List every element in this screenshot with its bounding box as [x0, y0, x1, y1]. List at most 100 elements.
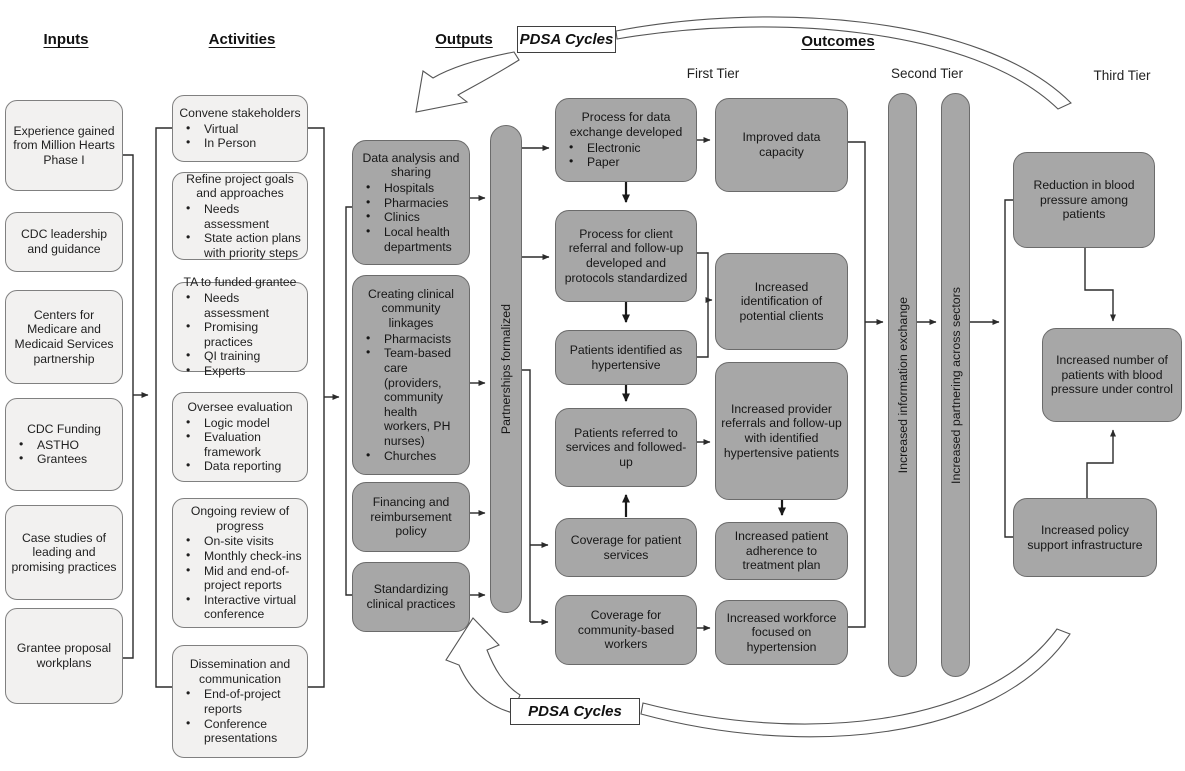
activity-box-dissemination: Dissemination and communication End-of-p…	[172, 645, 308, 758]
box-title: Case studies of leading and promising pr…	[11, 530, 117, 574]
partnerships-formalized-bar: Partnerships formalized	[490, 125, 522, 613]
bullet-item: Logic model	[178, 415, 302, 431]
third-tier-label: Third Tier	[1093, 68, 1151, 83]
bullet-item: Electronic	[561, 140, 691, 156]
box-title: Increased identification of potential cl…	[739, 279, 824, 323]
box-title: Increased policy support infrastructure	[1027, 522, 1143, 552]
bullet-item: Pharmacists	[358, 331, 464, 347]
bullet-list: Needs assessment Promising practices QI …	[178, 290, 302, 379]
bullet-item: Evaluation framework	[178, 429, 302, 459]
bullet-item: Promising practices	[178, 319, 302, 349]
box-title: Grantee proposal workplans	[16, 641, 112, 670]
bullet-item: Experts	[178, 363, 302, 379]
outcome-box-bp-under-control: Increased number of patients with blood …	[1042, 328, 1182, 422]
box-title: Experience gained from Million Hearts Ph…	[13, 123, 115, 167]
bullet-list: Needs assessment State action plans with…	[178, 201, 302, 261]
box-title: Refine project goals and approaches	[186, 171, 294, 201]
bullet-item: Clinics	[358, 209, 464, 225]
bullet-list: Virtual In Person	[178, 121, 302, 151]
bullet-list: Electronic Paper	[561, 140, 691, 170]
bullet-item: In Person	[178, 135, 302, 151]
box-title: Convene stakeholders	[179, 106, 301, 121]
box-title: Process for client referral and follow-u…	[564, 226, 688, 285]
bar-label: Increased partnering across sectors	[948, 286, 963, 484]
box-title: Financing and reimbursement policy	[370, 495, 452, 539]
bullet-item: Data reporting	[178, 458, 302, 474]
bullet-item: On-site visits	[178, 533, 302, 549]
activities-heading: Activities	[208, 31, 276, 48]
outcome-box-improved-data-capacity: Improved data capacity	[715, 98, 848, 192]
bullet-item: Grantees	[11, 451, 117, 467]
bullet-item: Mid and end-of-project reports	[178, 562, 302, 593]
box-title: Increased patient adherence to treatment…	[734, 529, 829, 573]
pdsa-arrow-bottom	[445, 617, 521, 714]
bullet-item: QI training	[178, 348, 302, 364]
bullet-item: End-of-project reports	[178, 686, 302, 716]
outcome-box-bp-reduction: Reduction in blood pressure among patien…	[1013, 152, 1155, 248]
box-title: Patients referred to services and follow…	[565, 425, 687, 469]
second-tier-label: Second Tier	[890, 66, 964, 81]
input-box-case-studies: Case studies of leading and promising pr…	[5, 505, 123, 600]
bullet-item: Pharmacies	[358, 195, 464, 211]
box-title: Reduction in blood pressure among patien…	[1033, 178, 1135, 222]
input-box-cdc-leadership: CDC leadership and guidance	[5, 212, 123, 272]
box-title: Process for data exchange developed	[569, 110, 683, 139]
box-title: Data analysis and sharing	[362, 150, 460, 180]
bullet-item: Team-based care (providers, community he…	[358, 345, 464, 448]
bullet-item: Churches	[358, 448, 464, 464]
activity-box-ta-grantee: TA to funded grantee Needs assessment Pr…	[172, 275, 308, 378]
box-title: Ongoing review of progress	[190, 503, 290, 533]
bullet-item: State action plans with priority steps	[178, 230, 302, 260]
bullet-item: Local health departments	[358, 224, 464, 254]
pdsa-arc-top	[415, 16, 1072, 113]
bullet-item: Conference presentations	[178, 716, 302, 746]
activity-box-ongoing-review: Ongoing review of progress On-site visit…	[172, 498, 308, 628]
second-tier-bar-partnering-sectors: Increased partnering across sectors	[941, 93, 970, 677]
bullet-list: Logic model Evaluation framework Data re…	[178, 415, 302, 475]
box-title: CDC leadership and guidance	[20, 227, 108, 256]
pdsa-arc-bottom	[445, 617, 1071, 738]
flow-arrows	[622, 182, 786, 517]
box-title: Patients identified as hypertensive	[569, 342, 683, 372]
bullet-list: ASTHO Grantees	[11, 437, 117, 467]
bullet-list: On-site visits Monthly check-ins Mid and…	[178, 533, 302, 622]
bullet-list: Hospitals Pharmacies Clinics Local healt…	[358, 180, 464, 254]
outcome-box-increased-identification: Increased identification of potential cl…	[715, 253, 848, 350]
outcome-box-patient-adherence: Increased patient adherence to treatment…	[715, 522, 848, 580]
outcome-box-data-exchange: Process for data exchange developed Elec…	[555, 98, 697, 182]
input-box-cms-partnership: Centers for Medicare and Medicaid Servic…	[5, 290, 123, 384]
bar-label: Increased information exchange	[895, 296, 910, 474]
outcome-box-coverage-patient-services: Coverage for patient services	[555, 518, 697, 577]
input-box-grantee-workplans: Grantee proposal workplans	[5, 608, 123, 704]
box-title: Coverage for community-based workers	[577, 608, 675, 652]
box-title: Increased number of patients with blood …	[1051, 353, 1173, 397]
outcome-box-policy-support: Increased policy support infrastructure	[1013, 498, 1157, 577]
box-title: Centers for Medicare and Medicaid Servic…	[14, 307, 114, 366]
activity-box-oversee-evaluation: Oversee evaluation Logic model Evaluatio…	[172, 392, 308, 482]
bracket-lines	[123, 127, 1116, 688]
outcome-box-increased-workforce: Increased workforce focused on hypertens…	[715, 600, 848, 665]
bar-label: Partnerships formalized	[499, 303, 513, 435]
output-box-financing: Financing and reimbursement policy	[352, 482, 470, 552]
bullet-item: Hospitals	[358, 180, 464, 196]
outcome-box-coverage-community-workers: Coverage for community-based workers	[555, 595, 697, 665]
box-title: Improved data capacity	[742, 130, 821, 159]
box-title: Creating clinical community linkages	[367, 286, 455, 330]
box-title: Standardizing clinical practices	[366, 582, 456, 611]
bullet-item: ASTHO	[11, 437, 117, 453]
outcome-box-provider-referrals: Increased provider referrals and follow-…	[715, 362, 848, 500]
outcome-box-patients-referred: Patients referred to services and follow…	[555, 408, 697, 487]
bullet-item: Needs assessment	[178, 290, 302, 320]
box-title: Increased provider referrals and follow-…	[721, 401, 842, 460]
outcomes-heading: Outcomes	[801, 33, 875, 50]
bullet-item: Monthly check-ins	[178, 548, 302, 564]
box-title: Oversee evaluation	[187, 399, 293, 414]
box-title: Dissemination and communication	[189, 657, 291, 686]
input-box-million-hearts: Experience gained from Million Hearts Ph…	[5, 100, 123, 191]
activity-box-convene: Convene stakeholders Virtual In Person	[172, 95, 308, 162]
box-title: Increased workforce focused on hypertens…	[726, 610, 837, 654]
box-title: TA to funded grantee	[183, 275, 297, 290]
bullet-list: Pharmacists Team-based care (providers, …	[358, 331, 464, 464]
